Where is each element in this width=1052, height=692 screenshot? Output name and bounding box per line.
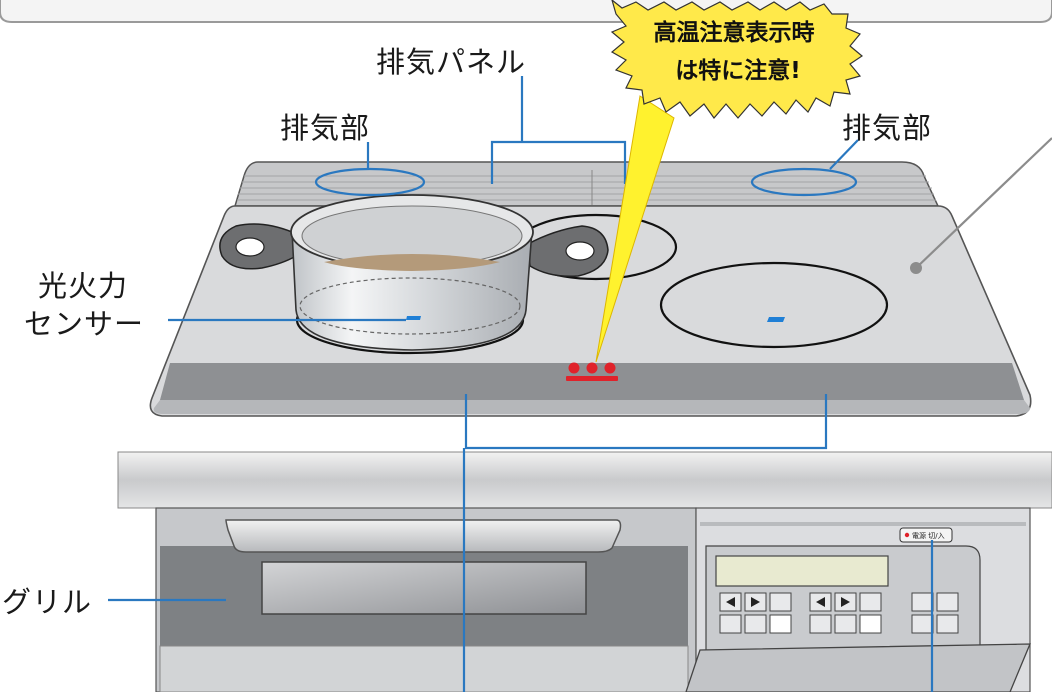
control-display [715,555,889,587]
panel-cover-flap [685,643,1031,692]
control-strip [160,363,1024,400]
label-light-sensor-line2: センサー [24,307,144,341]
light-sensor-mark [406,316,421,320]
cabinet: 電源 切/入 [155,507,1031,692]
grill-window [261,561,587,615]
label-exhaust-panel: 排気パネル [376,45,526,79]
countertop [117,451,1052,509]
label-light-sensor-line1: 光火力 [38,269,128,303]
high-temp-indicators [566,362,618,381]
right-sensor-mark [767,317,785,322]
cooktop [149,161,1032,417]
callout-line1: 高温注意表示時 [654,19,815,46]
callout-line2: は特に注意! [675,57,801,84]
callout-burst [610,0,864,119]
leader-lines [108,76,1052,692]
label-exhaust-left: 排気部 [280,111,370,145]
label-exhaust-right: 排気部 [842,111,932,145]
high-temp-callout: 高温注意表示時 は特に注意! [595,0,864,363]
power-label: 電源 切/入 [912,531,945,540]
front-edge [153,400,1030,414]
right-heater-ring [659,261,889,349]
grill-handle [225,519,622,553]
power-button[interactable] [899,527,953,543]
callout-pointer [595,95,675,363]
exhaust-panel [233,161,940,207]
label-grill: グリル [2,585,92,619]
arrow-icons [726,597,850,607]
control-buttons [719,592,959,634]
pot-contents [324,254,500,271]
frame-border [0,0,1052,23]
